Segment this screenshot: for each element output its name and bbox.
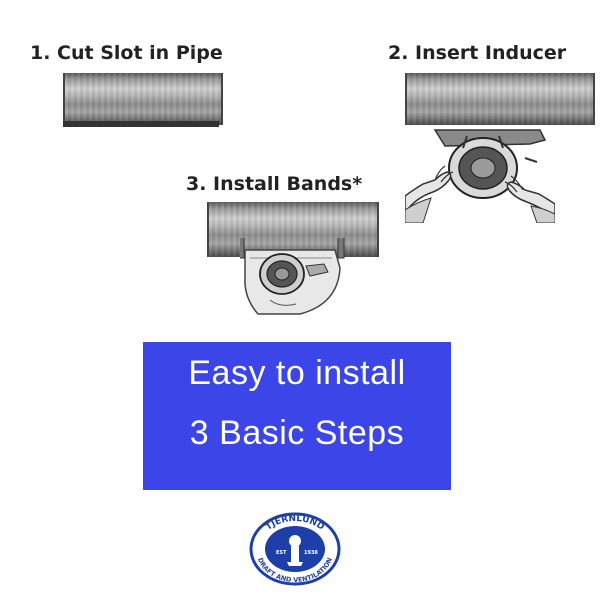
- step-1-label: 1. Cut Slot in Pipe: [30, 42, 223, 64]
- step-3-inducer-image: [240, 238, 345, 315]
- logo-year-text: 1938: [304, 550, 318, 556]
- step-3-label: 3. Install Bands*: [186, 173, 363, 195]
- install-banner: Easy to install 3 Basic Steps: [143, 342, 451, 490]
- logo-est-text: EST: [276, 550, 287, 556]
- step-1-pipe-image: [63, 73, 223, 125]
- step-3-pipe-image: [207, 202, 379, 257]
- step-2-pipe-image: [405, 73, 595, 125]
- banner-line-easy-to-install: Easy to install: [188, 354, 406, 392]
- step-2-label: 2. Insert Inducer: [388, 42, 567, 64]
- tjernlund-logo: TJERNLUND DRAFT AND VENTILATION EST 1938: [249, 512, 341, 586]
- pipe-slot: [63, 121, 219, 127]
- banner-line-basic-steps: 3 Basic Steps: [189, 414, 405, 452]
- step-2-inducer-image: [405, 129, 555, 223]
